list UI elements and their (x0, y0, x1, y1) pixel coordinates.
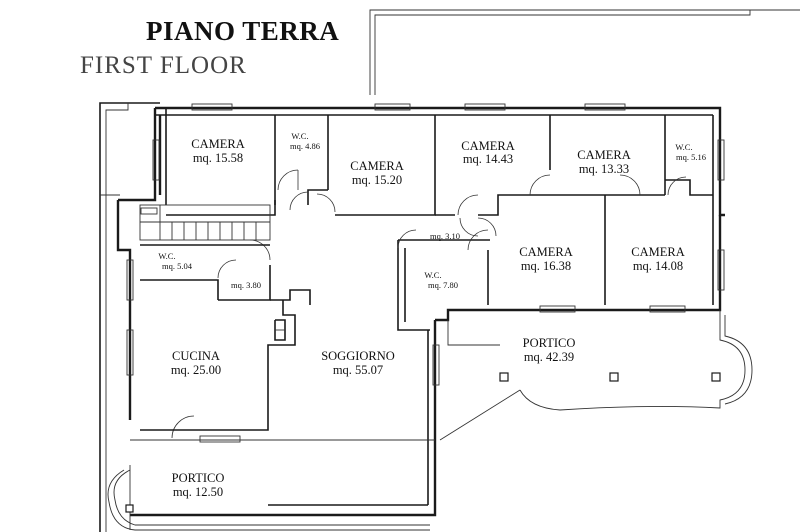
svg-text:PORTICO: PORTICO (172, 471, 225, 485)
room-label-closet: mq. 3.80 (231, 280, 261, 290)
room-label-soggiorno: SOGGIORNO mq. 55.07 (321, 349, 395, 377)
room-label-wc-3: W.C. mq. 7.80 (424, 270, 458, 290)
svg-text:W.C.: W.C. (158, 251, 175, 261)
room-label-camera-3: CAMERA mq. 14.43 (461, 139, 514, 166)
windows (126, 103, 725, 443)
svg-text:W.C.: W.C. (291, 131, 308, 141)
property-boundary (369, 9, 800, 95)
staircase (139, 204, 271, 241)
svg-text:mq. 16.38: mq. 16.38 (521, 259, 571, 273)
exterior-walls (116, 106, 725, 420)
plan-title: PIANO TERRA (146, 16, 339, 46)
svg-text:mq. 3.80: mq. 3.80 (231, 280, 261, 290)
room-label-camera-2: CAMERA mq. 15.20 (350, 159, 403, 187)
upper-partitions (166, 115, 713, 331)
svg-text:mq. 25.00: mq. 25.00 (171, 363, 221, 377)
svg-text:W.C.: W.C. (675, 142, 692, 152)
room-label-camera-5: CAMERA mq. 16.38 (519, 245, 572, 273)
room-label-camera-6: CAMERA mq. 14.08 (631, 245, 684, 273)
bottom-portico-outline (107, 465, 430, 531)
svg-text:SOGGIORNO: SOGGIORNO (321, 349, 395, 363)
svg-text:mq. 5.16: mq. 5.16 (676, 152, 706, 162)
svg-text:mq. 3.10: mq. 3.10 (430, 231, 460, 241)
svg-text:CAMERA: CAMERA (350, 159, 403, 173)
room-label-camera-4: CAMERA mq. 13.33 (577, 148, 630, 176)
room-label-cucina: CUCINA mq. 25.00 (171, 349, 221, 377)
room-label-hall: mq. 3.10 (430, 231, 460, 241)
svg-text:mq. 15.20: mq. 15.20 (352, 173, 402, 187)
svg-text:mq. 14.08: mq. 14.08 (633, 259, 683, 273)
svg-text:CUCINA: CUCINA (172, 349, 220, 363)
svg-text:CAMERA: CAMERA (519, 245, 572, 259)
left-boundary-wall (99, 102, 160, 532)
door-swings (171, 169, 687, 439)
svg-text:mq. 15.58: mq. 15.58 (193, 151, 243, 165)
svg-text:mq. 42.39: mq. 42.39 (524, 350, 574, 364)
svg-text:mq. 55.07: mq. 55.07 (333, 363, 383, 377)
svg-text:PORTICO: PORTICO (523, 336, 576, 350)
svg-text:mq. 14.43: mq. 14.43 (463, 152, 513, 166)
room-label-wc-4: W.C. mq. 5.04 (158, 251, 192, 271)
room-label-wc-1: W.C. mq. 4.86 (290, 131, 320, 151)
svg-text:W.C.: W.C. (424, 270, 441, 280)
room-label-wc-2: W.C. mq. 5.16 (675, 142, 706, 162)
svg-text:CAMERA: CAMERA (461, 139, 514, 153)
svg-text:mq. 13.33: mq. 13.33 (579, 162, 629, 176)
svg-text:mq. 4.86: mq. 4.86 (290, 141, 320, 151)
room-label-camera-1: CAMERA mq. 15.58 (191, 137, 244, 165)
svg-text:mq. 5.04: mq. 5.04 (162, 261, 193, 271)
svg-text:CAMERA: CAMERA (631, 245, 684, 259)
svg-text:CAMERA: CAMERA (191, 137, 244, 151)
right-portico-outline (439, 310, 753, 441)
svg-text:CAMERA: CAMERA (577, 148, 630, 162)
kitchen-partitions (140, 244, 311, 431)
room-label-portico-bottom: PORTICO mq. 12.50 (172, 471, 225, 499)
plan-subtitle: FIRST FLOOR (80, 52, 247, 79)
svg-text:mq. 12.50: mq. 12.50 (173, 485, 223, 499)
svg-text:mq. 7.80: mq. 7.80 (428, 280, 458, 290)
room-label-portico-right: PORTICO mq. 42.39 (523, 336, 576, 364)
